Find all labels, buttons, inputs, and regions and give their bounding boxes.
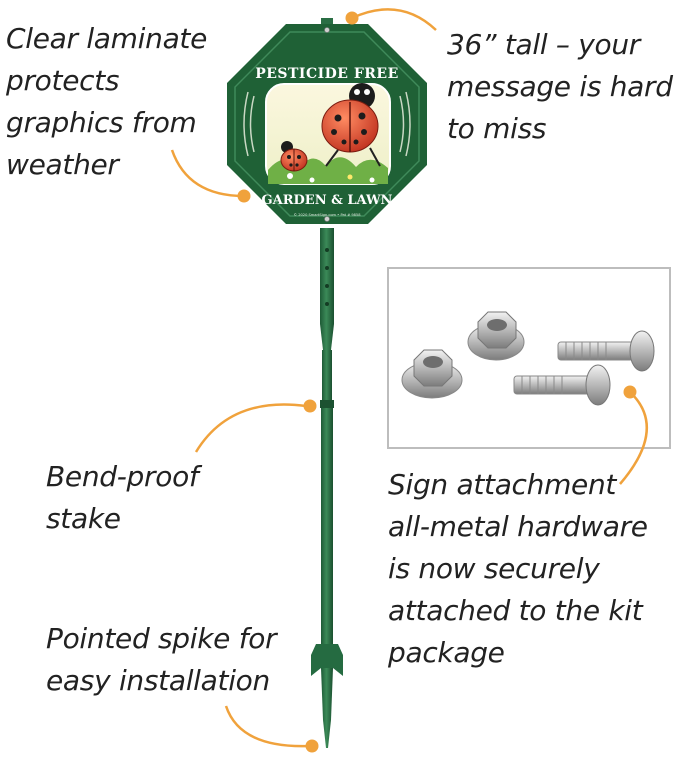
callout-height: 36” tall – your message is hard to miss (447, 28, 673, 145)
pesticide-free-sign: PESTICIDE FREE GARDEN & LAWN © 2020 Smar… (227, 24, 427, 224)
callout-spike: Pointed spike for easy installation (46, 622, 277, 697)
stake (320, 228, 334, 644)
callout-dots (237, 11, 637, 753)
ladybug-icon (321, 83, 381, 167)
sign-fine-print: © 2020 SmartSign.com • Pat # 9858 (293, 213, 361, 217)
pointer-spike (224, 705, 309, 748)
nut-icon (401, 349, 463, 399)
ladybug-icon (280, 141, 308, 172)
callout-hardware: Sign attachment all-metal hardware is no… (388, 468, 648, 669)
pointed-spike (311, 644, 343, 748)
pointer-height (351, 8, 437, 31)
bolt-icon (513, 364, 611, 406)
pointer-stake (194, 403, 307, 453)
hardware-photo (387, 267, 671, 449)
callout-laminate: Clear laminate protects graphics from we… (6, 22, 208, 181)
callout-stake: Bend-proof stake (46, 460, 199, 535)
callout-pointers (170, 8, 649, 748)
bolt-icon (557, 330, 655, 372)
nut-icon (467, 311, 525, 361)
pointer-hardware (619, 391, 649, 485)
sign-top-text: PESTICIDE FREE (255, 66, 399, 82)
pointer-laminate (170, 149, 245, 198)
sign-bottom-text: GARDEN & LAWN (262, 193, 393, 208)
